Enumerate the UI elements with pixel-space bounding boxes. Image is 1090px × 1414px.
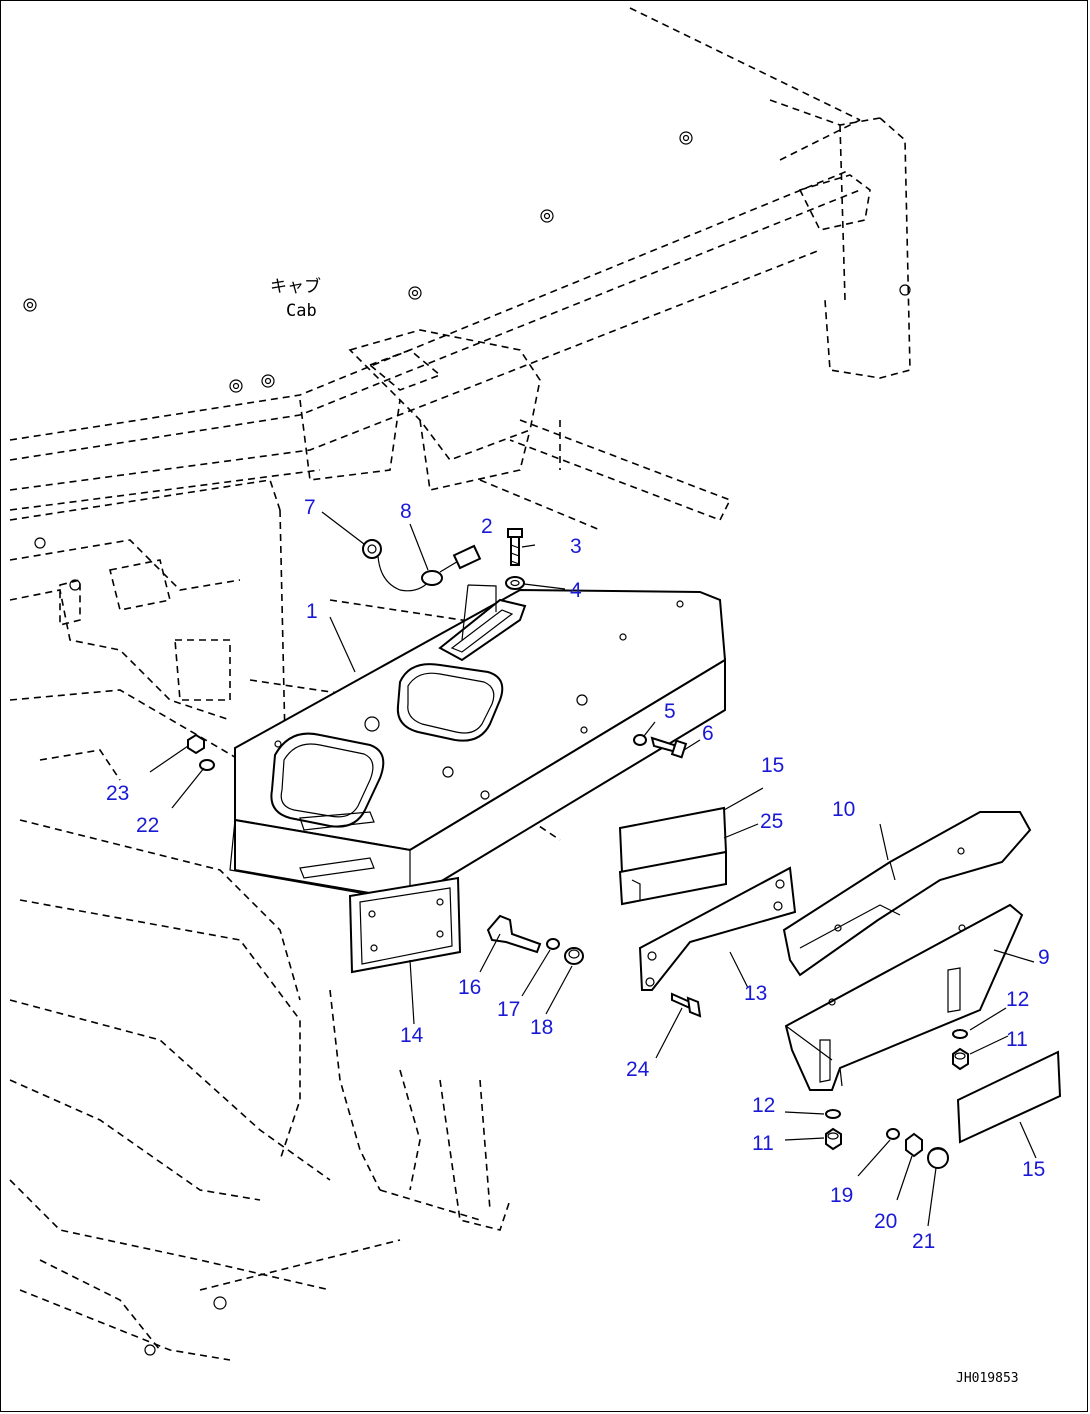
washer-part-12-left <box>825 1109 841 1119</box>
washer-part-19 <box>886 1128 900 1140</box>
washer-part-5 <box>633 734 647 746</box>
callout-24: 24 <box>626 1058 650 1081</box>
callout-7: 7 <box>304 496 316 519</box>
callout-21: 21 <box>912 1230 935 1253</box>
callout-16: 16 <box>458 976 481 999</box>
pad-part-15-lower <box>956 1050 1062 1144</box>
callout-25: 25 <box>760 810 783 833</box>
cab-label-jp: キャブ <box>270 276 321 297</box>
callout-11-right: 11 <box>1006 1028 1028 1051</box>
side-bracket-part-13 <box>638 866 797 991</box>
nut-part-11-left <box>825 1127 842 1151</box>
callout-3: 3 <box>570 535 582 558</box>
callout-12-right: 12 <box>1006 988 1029 1011</box>
washer-part-12-right <box>952 1029 968 1039</box>
bolt-part-23 <box>187 733 205 755</box>
callout-5: 5 <box>664 700 676 723</box>
cap-part-21 <box>927 1147 949 1169</box>
callout-10: 10 <box>832 798 855 821</box>
bolt-part-24 <box>671 992 702 1018</box>
nut-part-11-right <box>952 1047 969 1071</box>
cab-outline <box>9 7 911 1361</box>
callout-6: 6 <box>702 722 714 745</box>
callout-13: 13 <box>744 982 767 1005</box>
callout-11-left: 11 <box>752 1132 774 1155</box>
callout-22: 22 <box>136 814 159 837</box>
callout-numbers: 1 2 3 4 5 6 7 8 9 10 11 11 12 12 13 14 1… <box>106 496 1050 1253</box>
callout-1: 1 <box>306 600 318 623</box>
bracket-beam-part <box>229 588 727 902</box>
bolt-part-3 <box>507 528 523 566</box>
callout-15-upper: 15 <box>761 754 784 777</box>
callout-18: 18 <box>530 1016 553 1039</box>
callout-8: 8 <box>400 500 412 523</box>
callout-23: 23 <box>106 782 129 805</box>
callout-2: 2 <box>481 515 493 538</box>
callout-17: 17 <box>497 998 520 1021</box>
sensor-part-7 <box>362 539 433 592</box>
washer-part-4 <box>505 576 525 590</box>
bolt-part-6 <box>650 736 688 759</box>
callout-20: 20 <box>874 1210 897 1233</box>
plate-part-14 <box>348 876 462 974</box>
collar-part-18 <box>564 947 584 965</box>
callout-15-lower: 15 <box>1022 1158 1045 1181</box>
callout-12-left: 12 <box>752 1094 775 1117</box>
callout-14: 14 <box>400 1024 424 1047</box>
cover-part-9 <box>784 903 1024 1091</box>
harness-part-8 <box>421 544 482 586</box>
cab-label-en: Cab <box>286 301 317 321</box>
callout-19: 19 <box>830 1184 853 1207</box>
leader-lines <box>149 511 1037 1227</box>
washer-part-17 <box>546 938 560 950</box>
callout-4: 4 <box>570 579 582 602</box>
bolt-part-16 <box>486 914 542 954</box>
callout-9: 9 <box>1038 946 1050 969</box>
pad-part-25 <box>618 850 727 906</box>
drawing-code: JH019853 <box>956 1371 1019 1386</box>
washer-part-22 <box>199 759 215 771</box>
nut-part-20 <box>905 1132 923 1158</box>
cover-part-10 <box>782 811 1032 977</box>
